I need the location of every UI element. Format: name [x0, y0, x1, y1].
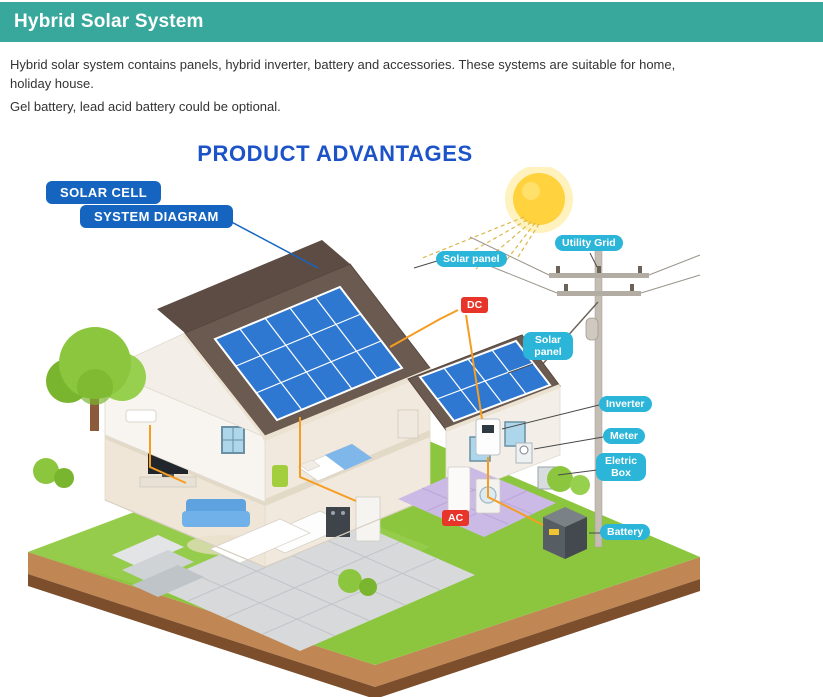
solar-array-main [213, 285, 404, 422]
illustration [28, 167, 701, 697]
sun-icon [505, 167, 573, 233]
solar-array-extension [418, 339, 552, 423]
inverter-device [475, 418, 501, 456]
section-title: PRODUCT ADVANTAGES [197, 141, 473, 166]
intro-paragraph-1: Hybrid solar system contains panels, hyb… [10, 57, 676, 91]
solar-panel-label-top: Solar panel [436, 251, 507, 267]
system-diagram-pointer-line [223, 217, 319, 269]
meter-device [515, 442, 533, 464]
utility-grid-label: Utility Grid [555, 235, 623, 251]
solar-system-diagram: SOLAR CELL SYSTEM DIAGRAM Solar panel DC… [0, 167, 823, 697]
kitchen [209, 496, 381, 564]
window [221, 426, 245, 454]
leader-lines [413, 252, 604, 534]
bush-bottom [338, 569, 377, 596]
electric-box-label: Eletric Box [596, 453, 646, 481]
meter-label: Meter [603, 428, 646, 444]
battery-box [543, 507, 587, 559]
dc-label: DC [461, 297, 489, 313]
battery-label: Battery [600, 524, 651, 540]
intro-text: Hybrid solar system contains panels, hyb… [10, 56, 682, 122]
ac-label: AC [442, 510, 470, 526]
system-diagram-badge: SYSTEM DIAGRAM [80, 205, 233, 228]
inverter-label: Inverter [599, 396, 652, 412]
intro-paragraph-2: Gel battery, lead acid battery could be … [10, 99, 281, 114]
page-header: Hybrid Solar System [0, 2, 823, 42]
steps [112, 535, 204, 597]
bushes-left [33, 458, 74, 488]
house [104, 240, 433, 568]
wiring [149, 309, 544, 526]
roof-back-slope [157, 240, 350, 333]
bedroom [272, 409, 419, 487]
ac-unit [125, 409, 157, 423]
solar-cell-badge: SOLAR CELL [46, 181, 162, 204]
solar-panel-label-right: Solar panel [523, 332, 573, 360]
page-title: Hybrid Solar System [14, 11, 204, 32]
tree-large [46, 327, 146, 431]
power-wires [469, 236, 701, 294]
bushes-right [547, 466, 590, 495]
